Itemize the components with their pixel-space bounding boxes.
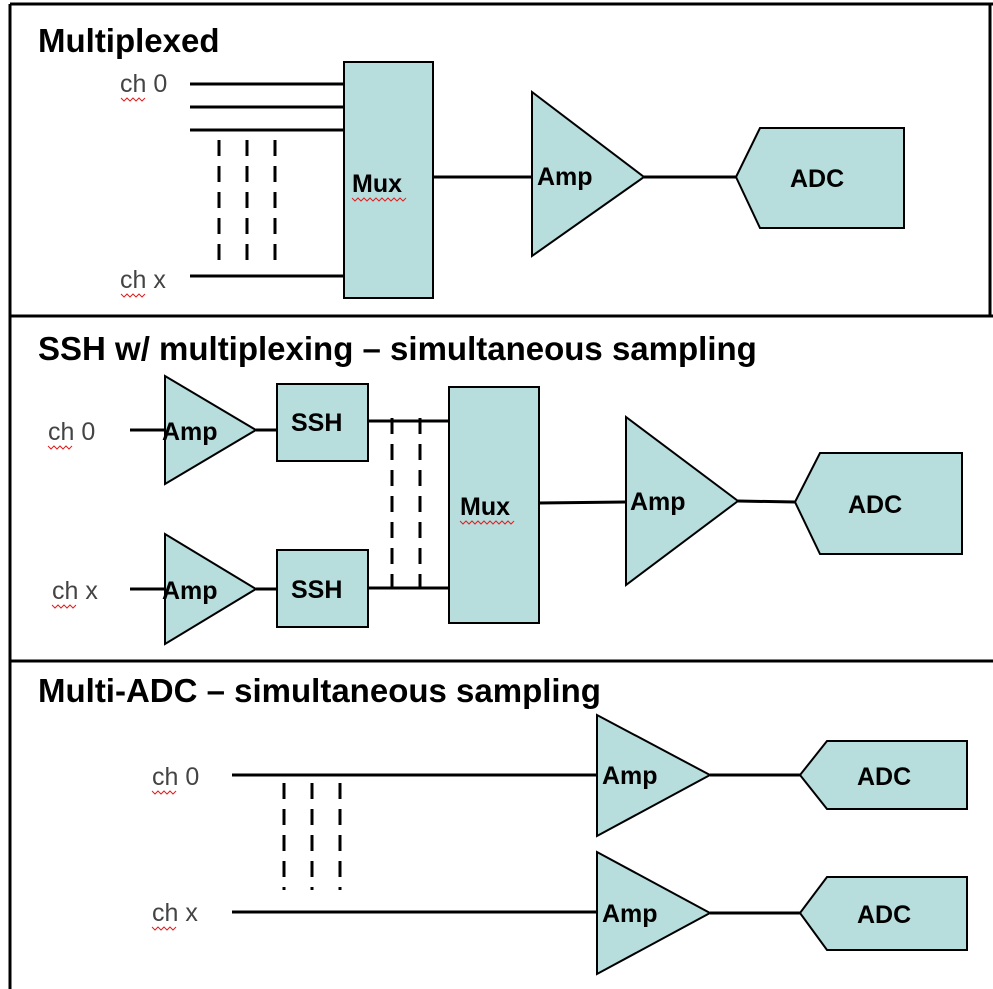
spellcheck-underline — [151, 790, 177, 795]
channel-label-last: ch x — [152, 899, 198, 927]
spellcheck-underline — [151, 926, 177, 931]
mux-label: Mux — [352, 170, 402, 198]
mux-label: Mux — [460, 493, 510, 521]
mux-block — [343, 61, 434, 299]
section-title: SSH w/ multiplexing – simultaneous sampl… — [38, 330, 757, 367]
amplifier-triangle — [164, 374, 258, 486]
signal-wire — [538, 500, 627, 505]
amp-label: Amp — [630, 488, 686, 516]
mux-block — [448, 386, 540, 624]
amplifier-triangle — [596, 713, 713, 838]
spellcheck-underline — [120, 293, 146, 298]
amp-label: Amp — [162, 418, 218, 446]
amp-label: Amp — [162, 577, 218, 605]
spellcheck-underline — [351, 197, 407, 202]
adc-block — [793, 452, 963, 555]
adc-label: ADC — [857, 901, 911, 929]
signal-wire — [737, 499, 796, 504]
channel-label-first: ch 0 — [152, 763, 199, 791]
amp-label: Amp — [602, 762, 658, 790]
adc-label: ADC — [857, 763, 911, 791]
amp-label: Amp — [537, 163, 593, 191]
channel-label-first: ch 0 — [48, 418, 95, 446]
section-multiplexed: Multiplexed ch 0 ch x Mux Amp ADC — [38, 22, 905, 299]
section-ssh-multiplexing: SSH w/ multiplexing – simultaneous sampl… — [38, 330, 963, 646]
channel-label-last: ch x — [120, 266, 166, 294]
amp-label: Amp — [602, 900, 658, 928]
adc-label: ADC — [848, 491, 902, 519]
amplifier-triangle — [531, 89, 646, 258]
section-title: Multiplexed — [38, 22, 220, 59]
spellcheck-underline — [47, 445, 73, 450]
adc-block — [734, 127, 905, 229]
channel-label-first: ch 0 — [120, 70, 167, 98]
amplifier-triangle — [596, 850, 713, 976]
adc-block — [798, 740, 968, 810]
adc-block — [798, 876, 968, 951]
ssh-block — [276, 549, 369, 628]
amplifier-triangle — [164, 532, 258, 646]
spellcheck-underline — [459, 520, 515, 525]
ssh-label: SSH — [291, 576, 342, 604]
spellcheck-underline — [120, 97, 146, 102]
ssh-label: SSH — [291, 409, 342, 437]
section-multi-adc: Multi-ADC – simultaneous sampling ch 0 c… — [38, 672, 968, 976]
amplifier-triangle — [625, 415, 740, 587]
spellcheck-underline — [51, 604, 77, 609]
adc-label: ADC — [790, 165, 844, 193]
channel-label-last: ch x — [52, 577, 98, 605]
section-title: Multi-ADC – simultaneous sampling — [38, 672, 601, 709]
